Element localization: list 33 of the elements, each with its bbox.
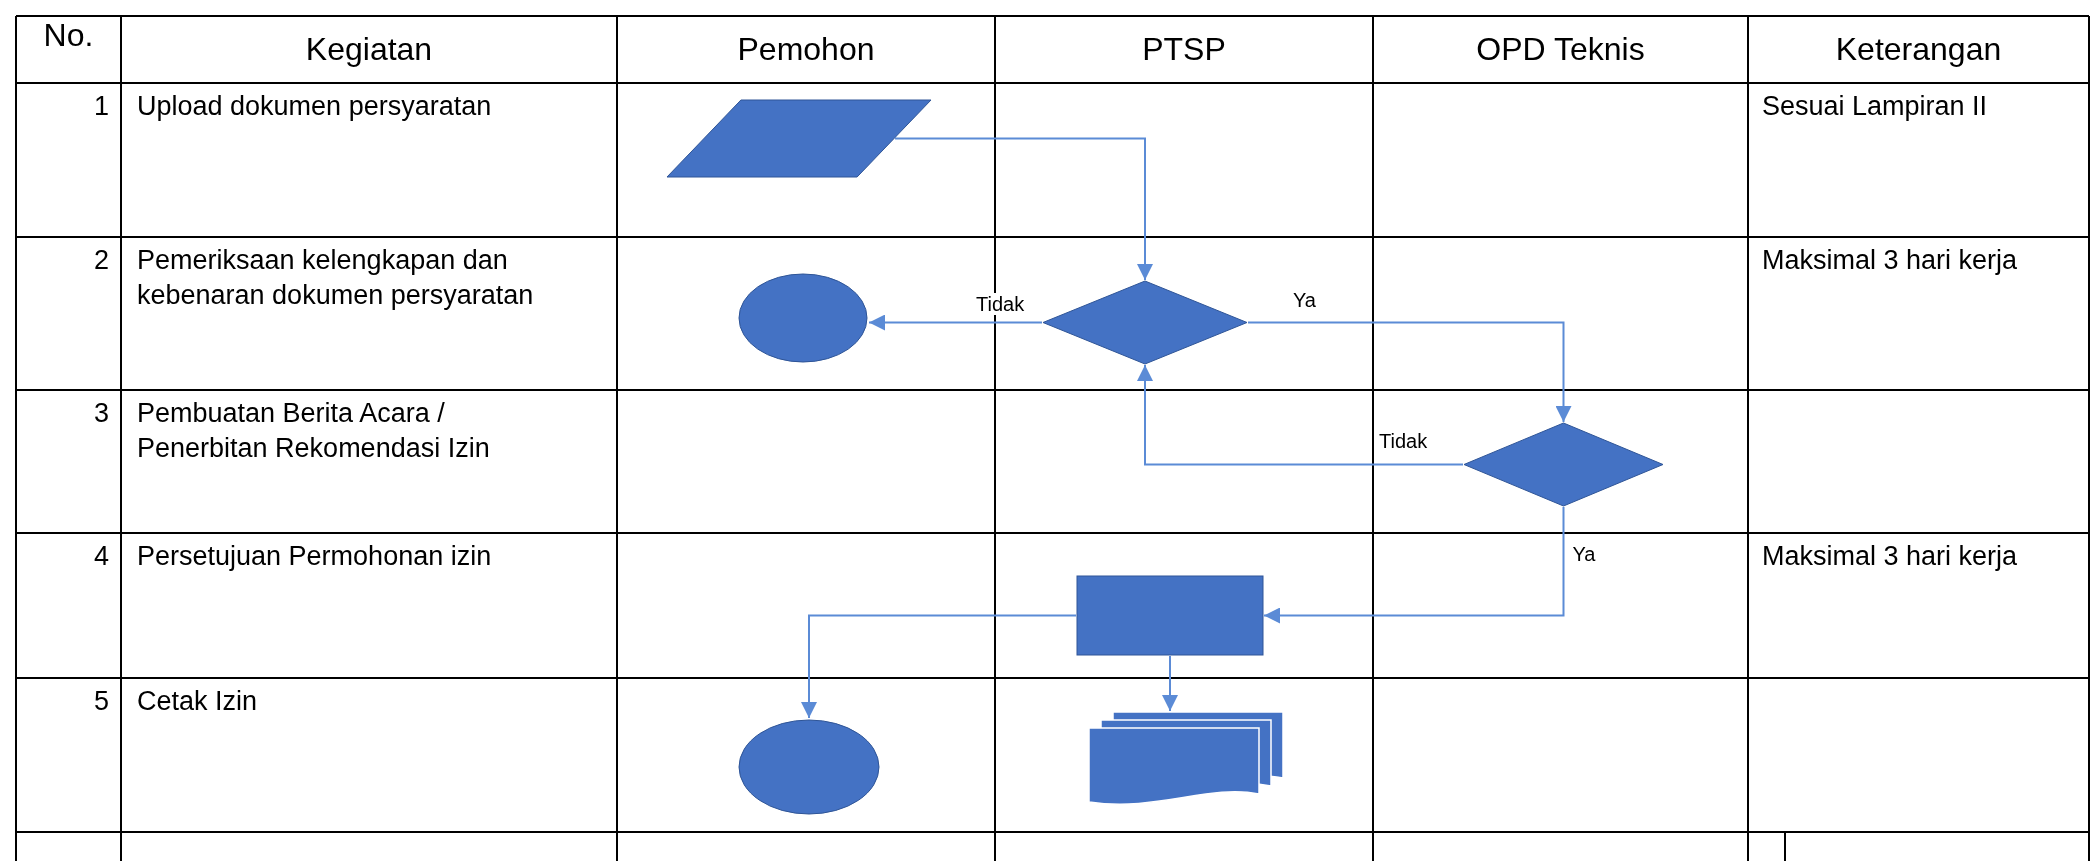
column-header: Kegiatan [304, 32, 434, 67]
note-text: Maksimal 3 hari kerja [1762, 244, 2019, 277]
column-header: PTSP [1141, 32, 1227, 67]
terminal-circle [738, 719, 880, 815]
row-number: 5 [93, 685, 109, 718]
activity-text: Upload dokumen persyaratan [137, 90, 493, 123]
decision-diamond [1464, 423, 1663, 506]
arrow [1263, 506, 1565, 624]
row-number: 2 [93, 244, 109, 277]
row-number: 4 [93, 540, 109, 573]
arrow [1247, 321, 1572, 423]
input-parallelogram [667, 100, 931, 177]
row-number: 3 [93, 397, 109, 430]
column-header: Pemohon [736, 32, 876, 67]
arrow [1162, 655, 1178, 712]
note-text: Sesuai Lampiran II [1762, 90, 1989, 123]
arrow [868, 314, 1043, 331]
note-text: Maksimal 3 hari kerja [1762, 540, 2019, 573]
row-number: 1 [93, 90, 109, 123]
activity-text: Pembuatan Berita Acara / Penerbitan Rekomendasi Izin [137, 397, 491, 465]
activity-text: Pemeriksaan kelengkapan dan kebenaran dokumen persyaratan [137, 244, 535, 312]
activity-text: Persetujuan Permohonan izin [137, 540, 493, 573]
process-box [1077, 576, 1263, 655]
arrow [1137, 364, 1464, 466]
arrow [801, 614, 1077, 719]
column-header: Keterangan [1834, 32, 2003, 67]
decision-diamond [1043, 281, 1247, 364]
arrow [894, 137, 1153, 281]
terminal-circle [738, 273, 868, 363]
column-header: No. [42, 18, 95, 53]
edge-label: Tidak [974, 292, 1027, 315]
activity-text: Cetak Izin [137, 685, 259, 718]
column-header: OPD Teknis [1475, 32, 1646, 67]
